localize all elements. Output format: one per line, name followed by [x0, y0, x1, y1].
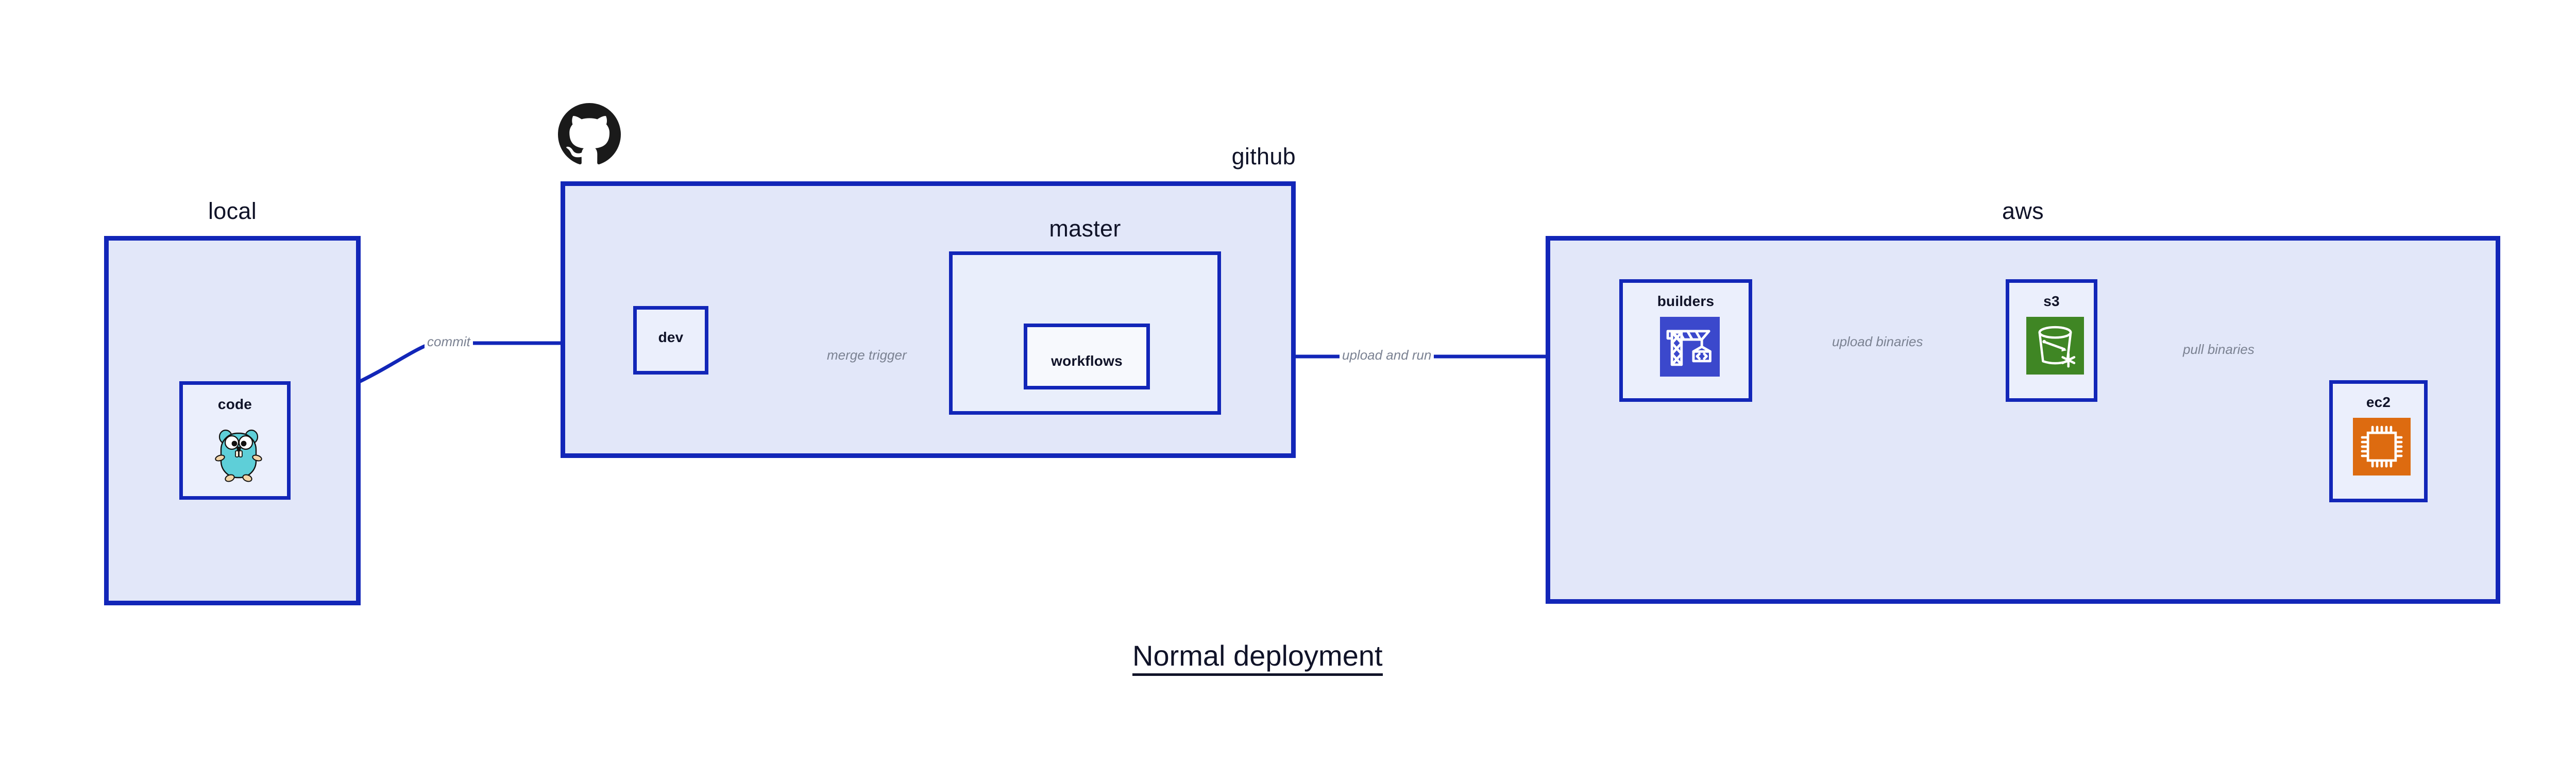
edge-label-merge-trigger: merge trigger [824, 348, 909, 362]
aws-codebuild-icon [1660, 317, 1720, 377]
node-ec2[interactable]: ec2 [2329, 380, 2428, 502]
node-builders[interactable]: builders [1619, 279, 1752, 402]
edge-label-commit: commit [425, 335, 473, 348]
node-label-code: code [217, 396, 252, 412]
group-label-aws: aws [2002, 198, 2044, 224]
node-label-workflows: workflows [1051, 353, 1123, 369]
page-title-text: Normal deployment [1132, 639, 1383, 676]
aws-s3-icon [2026, 317, 2084, 375]
page-title: Normal deployment [1132, 639, 1383, 676]
node-label-ec2: ec2 [2366, 394, 2391, 410]
edge-label-upload-binaries: upload binaries [1829, 335, 1926, 348]
node-s3[interactable]: s3 [2006, 279, 2097, 402]
go-gopher-icon [214, 423, 263, 484]
node-label-s3: s3 [2043, 293, 2060, 309]
github-octocat-icon [558, 103, 621, 166]
node-dev[interactable]: dev [633, 306, 708, 375]
group-label-master: master [1049, 215, 1121, 242]
node-workflows[interactable]: workflows [1024, 324, 1150, 389]
group-label-local: local [208, 198, 257, 224]
edge-label-pull-binaries: pull binaries [2180, 343, 2257, 356]
node-label-builders: builders [1657, 293, 1715, 309]
node-label-dev: dev [658, 329, 684, 345]
edge-label-upload-and-run: upload and run [1340, 348, 1434, 362]
node-code[interactable]: code [179, 381, 291, 500]
group-label-github: github [1231, 143, 1296, 169]
aws-ec2-icon [2353, 418, 2411, 476]
